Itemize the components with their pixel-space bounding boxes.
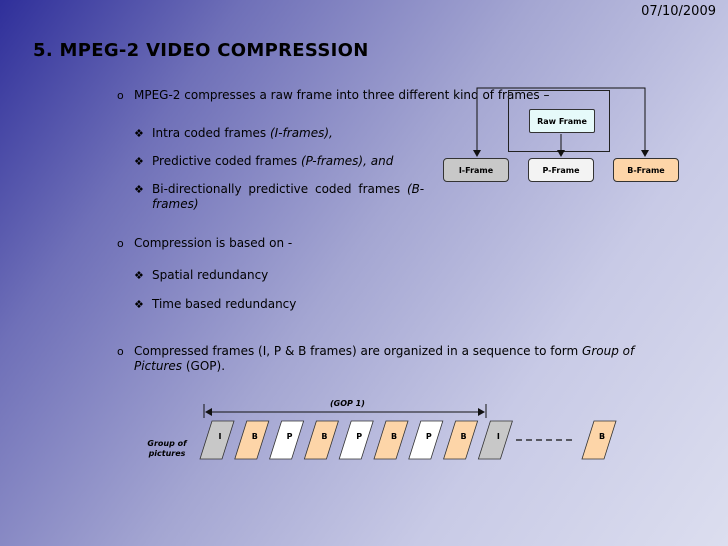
sub-bullet-marker: ❖ (134, 269, 144, 282)
gop-frame-label: P (287, 432, 293, 441)
p-frame-label: P-Frame (542, 165, 580, 175)
gop-frame-label: B (391, 432, 397, 441)
sub-bullet-marker: ❖ (134, 155, 144, 168)
gop-frame-label: P (356, 432, 362, 441)
bullet-compression: Compression is based on - (134, 236, 293, 250)
gop-frame-p: P (269, 420, 305, 460)
gop-frame-p: P (408, 420, 444, 460)
sub-bullet-bframes: Bi-directionally predictive coded frames… (152, 182, 425, 196)
sub-bullet-marker: ❖ (134, 127, 144, 140)
bullet-gop: Compressed frames (I, P & B frames) are … (134, 344, 635, 358)
gop-frame-b: B (303, 420, 339, 460)
gop-frame-label: B (321, 432, 327, 441)
gop-frame-b: B (443, 420, 479, 460)
p-frame-box: P-Frame (528, 158, 594, 182)
gop-frame-label: I (219, 432, 222, 441)
gop-frame-label: I (497, 432, 500, 441)
sub-bullet-marker: ❖ (134, 298, 144, 311)
bullet-frames-intro: MPEG-2 compresses a raw frame into three… (134, 88, 550, 102)
b-frame-box: B-Frame (613, 158, 679, 182)
sub-bullet-iframes: Intra coded frames (I-frames), (152, 126, 333, 140)
gop-frame-label: B (599, 432, 605, 441)
sub-bullet-time: Time based redundancy (152, 297, 297, 311)
sub-bullet-marker: ❖ (134, 183, 144, 196)
gop-frame-i: I (199, 420, 235, 460)
slide-date: 07/10/2009 (641, 4, 716, 19)
i-frame-label: I-Frame (458, 165, 494, 175)
gop-frame-label: B (461, 432, 467, 441)
bullet-gop-cont: Pictures (GOP). (134, 359, 226, 373)
group-of-pictures-label: Group of pictures (147, 439, 187, 458)
sub-bullet-pframes: Predictive coded frames (P-frames), and (152, 154, 394, 168)
raw-frame-box: Raw Frame (529, 109, 595, 133)
gop-frame-i: I (477, 420, 513, 460)
sub-bullet-spatial: Spatial redundancy (152, 268, 269, 282)
gop-frame-p: P (338, 420, 374, 460)
bullet-marker: o (117, 89, 124, 102)
gop-frame-label: P (426, 432, 432, 441)
slide-title: 5. MPEG-2 VIDEO COMPRESSION (33, 40, 369, 61)
gop-frame-b: B (234, 420, 270, 460)
gop-frame-b: B (581, 420, 617, 460)
gop-frame-label: B (252, 432, 258, 441)
sub-bullet-bframes-cont: frames) (152, 197, 199, 211)
bullet-marker: o (117, 237, 124, 250)
gop-label: (GOP 1) (330, 399, 365, 408)
raw-frame-label: Raw Frame (537, 116, 587, 126)
i-frame-box: I-Frame (443, 158, 509, 182)
gop-frame-b: B (373, 420, 409, 460)
bullet-marker: o (117, 345, 124, 358)
b-frame-label: B-Frame (627, 165, 665, 175)
